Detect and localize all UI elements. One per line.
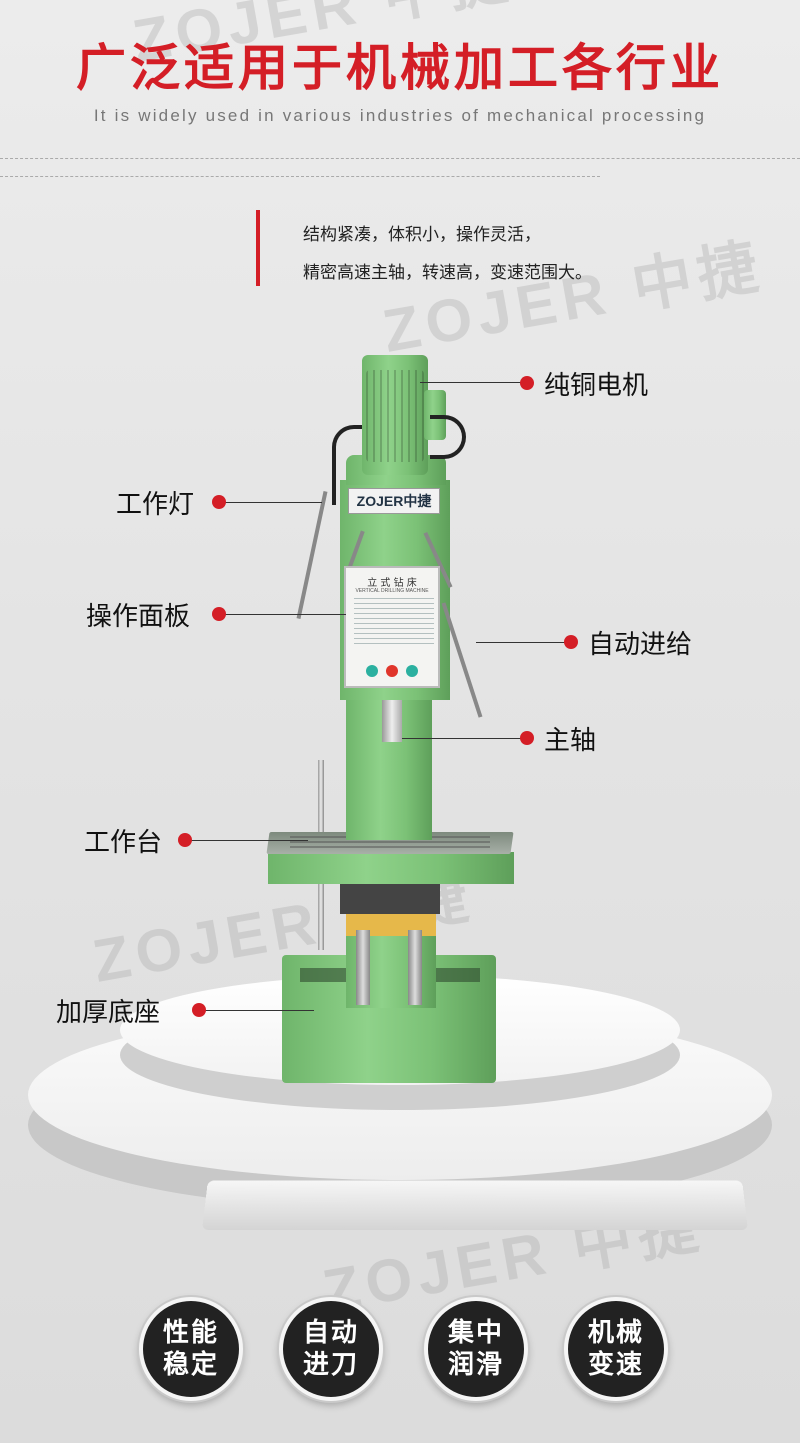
description-line: 精密高速主轴，转速高，变速范围大。 (303, 263, 592, 283)
feature-badge-stable: 性能稳定 (139, 1297, 243, 1401)
motor-cable (430, 415, 466, 459)
callout-dot (178, 833, 192, 847)
callout-work-light: 工作灯 (116, 490, 195, 520)
light-cable (332, 425, 362, 505)
motor (362, 355, 428, 475)
callout-line (222, 502, 322, 503)
callout-control-panel: 操作面板 (86, 602, 191, 632)
callout-dot (212, 607, 226, 621)
callout-line (222, 614, 346, 615)
divider (0, 158, 800, 159)
callout-dot (212, 495, 226, 509)
callout-spindle: 主轴 (544, 726, 597, 756)
reverse-button (406, 665, 418, 677)
feature-badge-label: 性能稳定 (162, 1318, 219, 1380)
page-title: 广泛适用于机械加工各行业 (76, 39, 724, 97)
callout-base: 加厚底座 (56, 998, 161, 1028)
callout-line (420, 382, 524, 383)
callout-auto-feed: 自动进给 (588, 630, 693, 660)
feature-badge-lubrication: 集中润滑 (424, 1297, 528, 1401)
stop-button (386, 665, 398, 677)
brand-logo: ZOJER中捷 (348, 488, 440, 514)
divider (0, 176, 600, 177)
spindle (382, 690, 402, 742)
feature-badge-auto-feed: 自动进刀 (279, 1297, 383, 1401)
platform-step (202, 1180, 748, 1230)
table-support (340, 884, 440, 914)
control-panel: 立 式 钻 床 VERTICAL DRILLING MACHINE (344, 566, 440, 688)
callout-motor: 纯铜电机 (544, 371, 649, 401)
description-line: 结构紧凑，体积小，操作灵活， (303, 225, 541, 245)
callout-dot (192, 1003, 206, 1017)
callout-line (402, 738, 522, 739)
callout-work-table: 工作台 (84, 828, 163, 858)
motor-fins (366, 370, 424, 462)
start-button (366, 665, 378, 677)
callout-dot (520, 376, 534, 390)
feature-badge-label: 机械变速 (587, 1318, 644, 1380)
lead-screw (408, 930, 422, 1005)
t-slots (290, 836, 490, 850)
page-subtitle: It is widely used in various industries … (93, 106, 707, 125)
work-table-body (268, 852, 514, 884)
callout-line (204, 1010, 314, 1011)
panel-subtitle: VERTICAL DRILLING MACHINE (355, 588, 429, 594)
panel-chart (354, 598, 434, 648)
lead-screw (356, 930, 370, 1005)
callout-line (476, 642, 568, 643)
work-light-arm (296, 491, 328, 619)
callout-dot (520, 731, 534, 745)
feature-badge-label: 集中润滑 (447, 1318, 504, 1380)
callout-dot (564, 635, 578, 649)
feature-badge-label: 自动进刀 (302, 1318, 359, 1380)
panel-title: 立 式 钻 床 (367, 578, 417, 589)
feature-badge-mech-speed: 机械变速 (564, 1297, 668, 1401)
callout-line (188, 840, 308, 841)
accent-bar (256, 210, 260, 286)
